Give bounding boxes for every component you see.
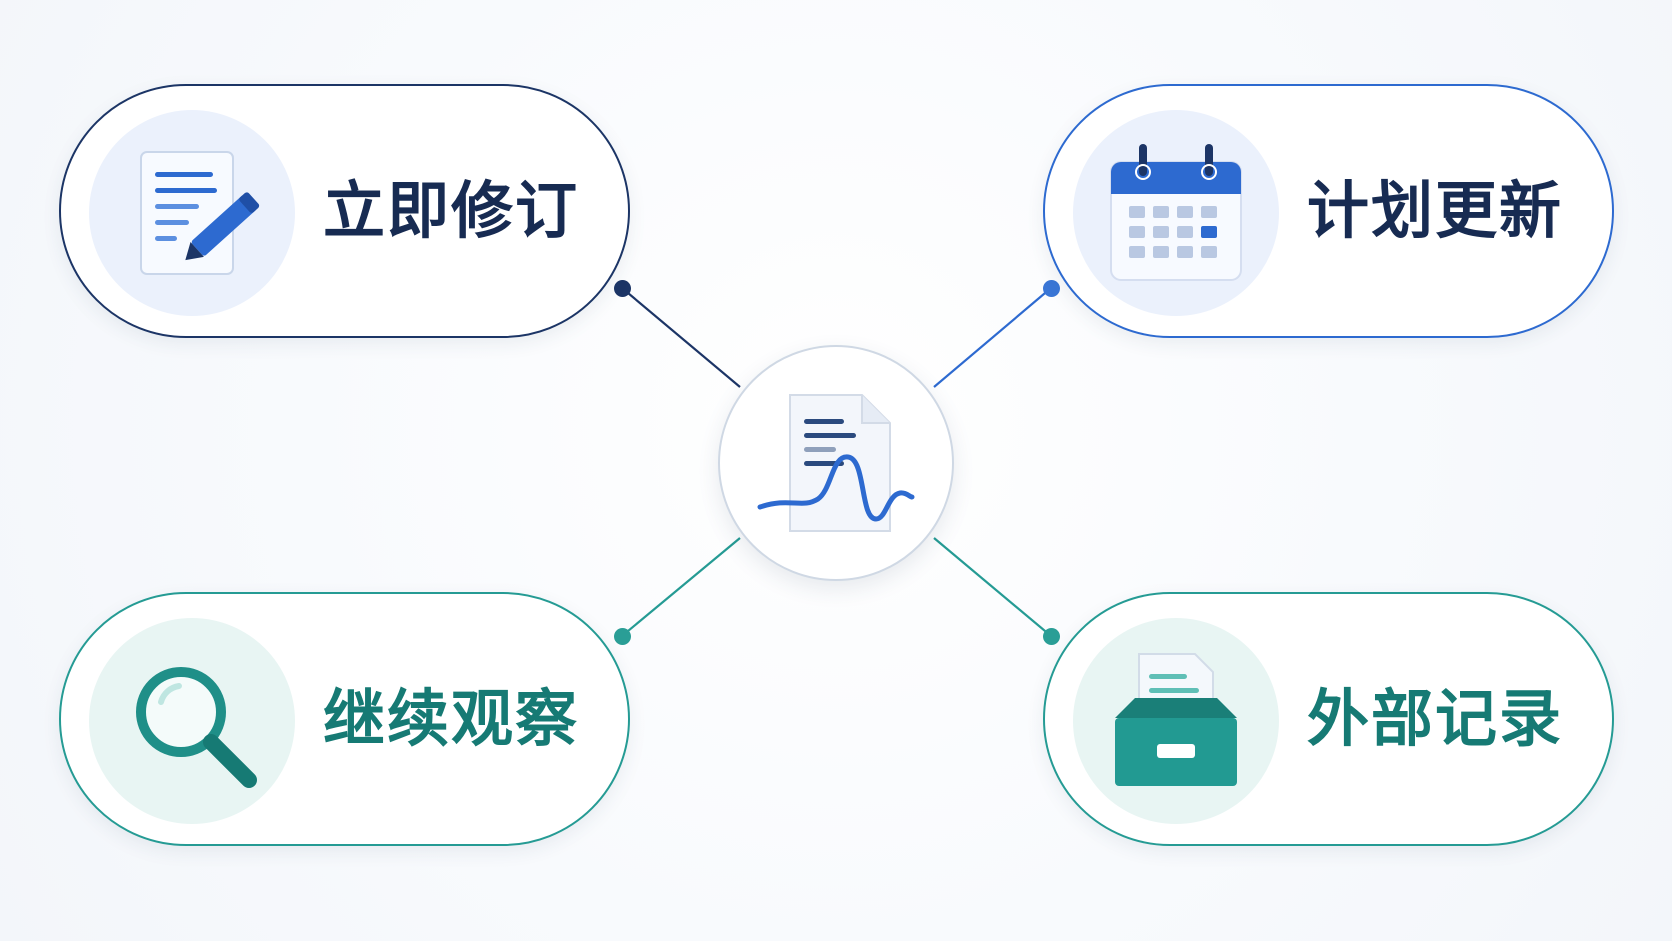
node-icon-disc: [1073, 618, 1279, 824]
connector-bottom-left: [621, 537, 741, 637]
node-external-record: 外部记录: [1043, 592, 1614, 846]
connector-dot-bottom-right: [1042, 627, 1060, 645]
center-hub: [718, 345, 954, 581]
connector-dot-top-left: [613, 279, 631, 297]
connector-dot-top-right: [1042, 279, 1060, 297]
node-label: 计划更新: [1307, 174, 1564, 247]
document-edit-icon: [140, 151, 260, 275]
node-label: 继续观察: [323, 682, 580, 755]
node-icon-disc: [1073, 110, 1279, 316]
node-icon-disc: [89, 110, 295, 316]
magnifier-icon: [136, 667, 257, 788]
calendar-icon: [1110, 144, 1242, 281]
connector-bottom-right: [933, 537, 1052, 637]
node-revise-immediately: 立即修订: [59, 84, 630, 338]
node-plan-update: 计划更新: [1043, 84, 1614, 338]
archive-box-icon: [1115, 653, 1237, 786]
node-continue-observing: 继续观察: [59, 592, 630, 846]
connector-top-left: [621, 287, 741, 388]
node-icon-disc: [89, 618, 295, 824]
document-waveform-icon: [757, 394, 915, 532]
node-label: 立即修订: [323, 174, 580, 247]
connector-top-right: [933, 287, 1052, 388]
connector-dot-bottom-left: [613, 627, 631, 645]
node-label: 外部记录: [1307, 682, 1564, 755]
